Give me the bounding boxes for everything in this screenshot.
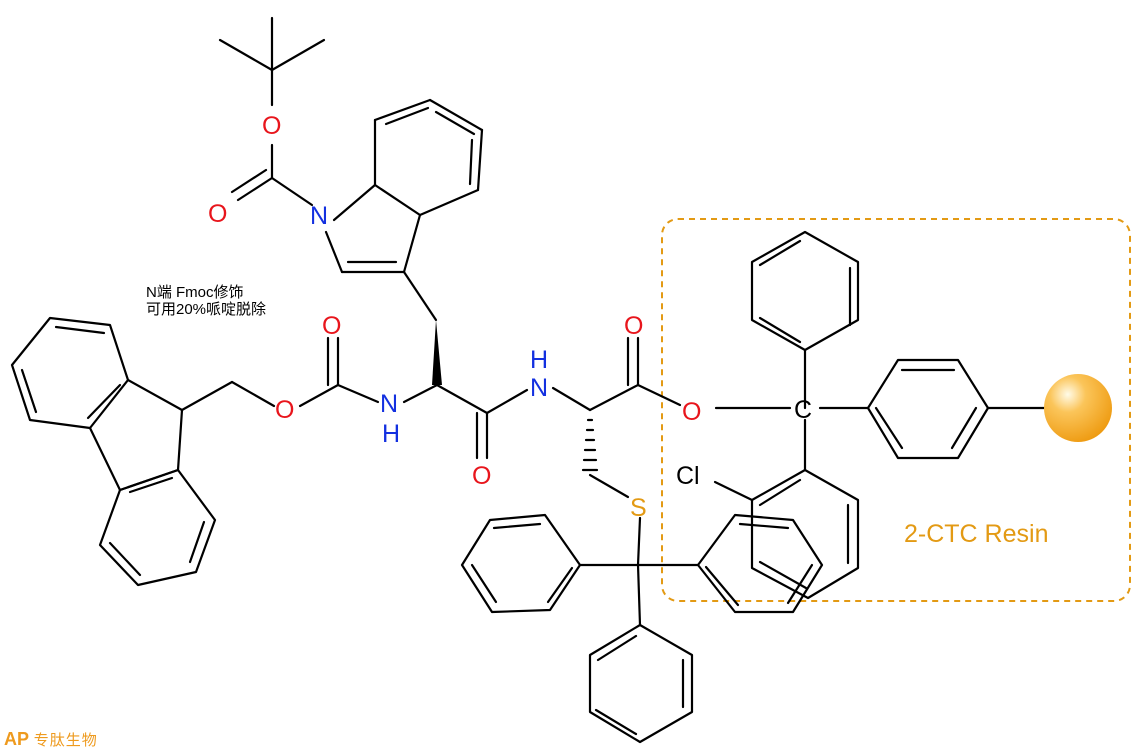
atom-label-o: O: [262, 112, 281, 140]
bond-skeleton: [10, 16, 1046, 744]
atom-label-c: C: [794, 396, 812, 424]
brand-logo-text: 专肽生物: [33, 732, 98, 749]
resin-bead: [1044, 374, 1112, 442]
fmoc-note-line2: 可用20%哌啶脱除: [146, 301, 267, 318]
atom-label-o: O: [682, 398, 701, 426]
atom-label-n: N: [380, 390, 398, 418]
atom-label-o: O: [624, 312, 643, 340]
resin-label: 2-CTC Resin: [904, 520, 1049, 548]
atom-label-s: S: [630, 494, 647, 522]
atom-label-cl: Cl: [676, 462, 700, 490]
fmoc-note-line1: N端 Fmoc修饰: [146, 284, 244, 301]
fmoc-note: N端 Fmoc修饰 可用20%哌啶脱除: [146, 284, 266, 318]
atom-label-h: H: [382, 420, 400, 448]
atom-label-o: O: [208, 200, 227, 228]
atom-label-o: O: [322, 312, 341, 340]
atom-label-o: O: [275, 396, 294, 424]
brand-logo-mark: AP: [4, 729, 29, 749]
brand-logo: AP 专肽生物: [4, 729, 98, 750]
atom-label-o: O: [472, 462, 491, 490]
atom-label-h: H: [530, 346, 548, 374]
atom-label-n: N: [310, 202, 328, 230]
atom-label-n: N: [530, 374, 548, 402]
